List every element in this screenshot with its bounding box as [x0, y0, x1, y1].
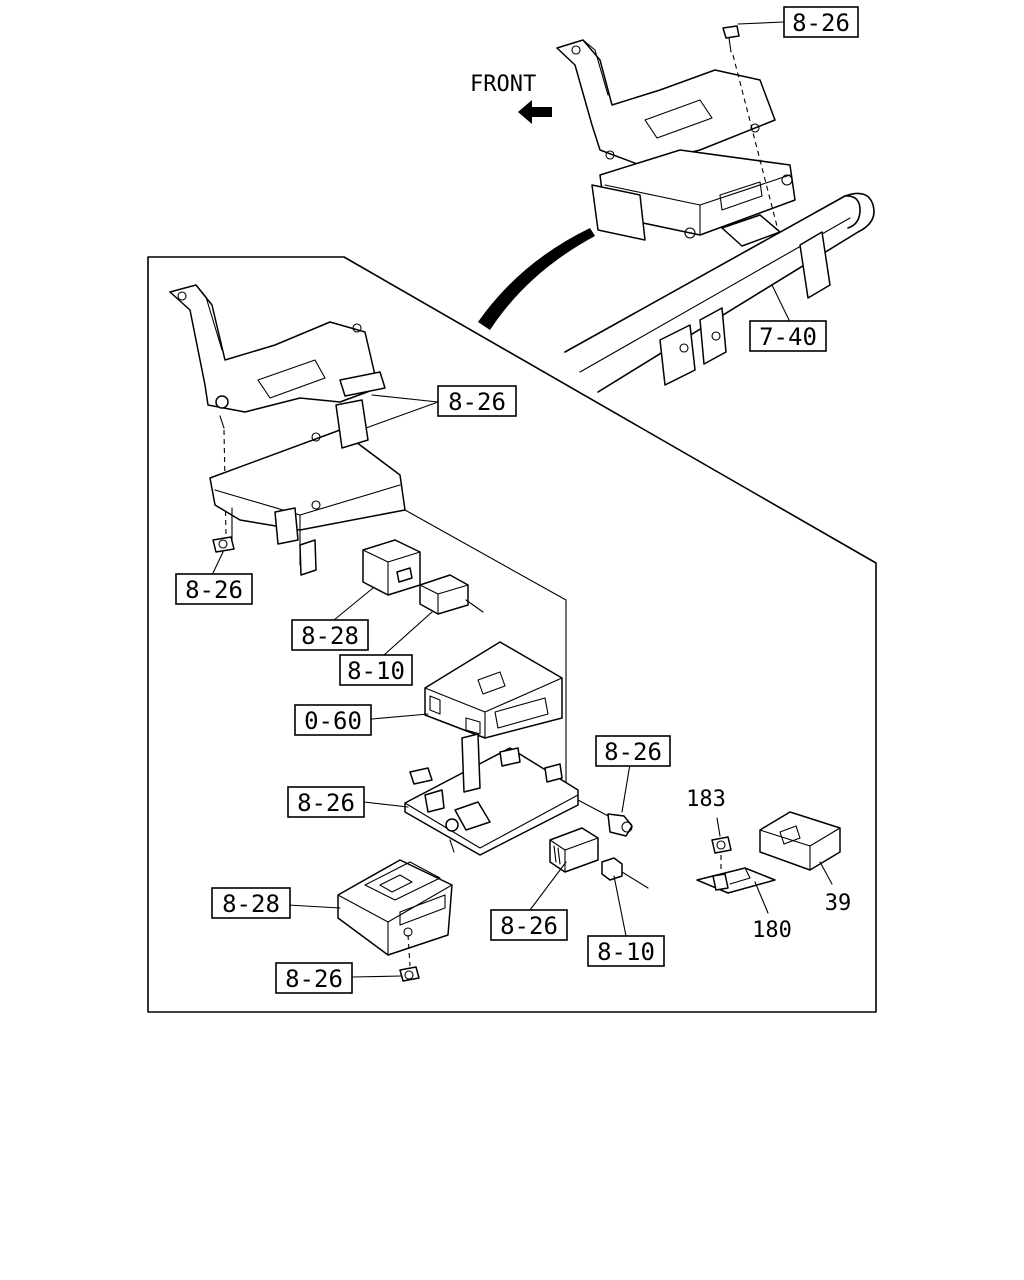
- callout-top-bolt-box: [783, 6, 859, 38]
- callout-lower-bracket-box: [287, 786, 365, 818]
- module-39: [759, 811, 841, 871]
- callout-lower-module-box: [211, 887, 291, 919]
- label-180: 180: [752, 918, 792, 943]
- lower-relay: [549, 827, 599, 873]
- relay-b: [419, 574, 484, 615]
- bottom-nut: [399, 966, 420, 982]
- callout-top-bolt: 8-26: [792, 9, 850, 37]
- overview-control-unit: [591, 149, 796, 247]
- callout-control-unit-box: [294, 704, 372, 736]
- callout-left-nut: 8-26: [185, 576, 243, 604]
- callout-bracket-screws: 8-26: [448, 388, 506, 416]
- callout-lower-bracket: 8-26: [297, 789, 355, 817]
- callout-left-nut-box: [175, 573, 253, 605]
- lower-bracket: [404, 733, 579, 856]
- relay-a: [362, 539, 421, 596]
- front-label: FRONT: [470, 72, 536, 97]
- bracket-180: [696, 867, 776, 894]
- callout-control-unit: 0-60: [304, 707, 362, 735]
- callout-lower-module: 8-28: [222, 890, 280, 918]
- callout-relay-a: 8-28: [301, 622, 359, 650]
- lower-module: [337, 859, 453, 956]
- left-nut: [212, 536, 235, 553]
- callout-frame: 7-40: [759, 323, 817, 351]
- callout-lower-relay-box: [490, 909, 568, 941]
- mid-bracket: [209, 399, 567, 791]
- top-bolt: [722, 25, 779, 231]
- overview-assembly: FRONT 8-26 7-40: [470, 6, 875, 393]
- callout-relay-b-box: [339, 654, 413, 686]
- callout-bottom-nut-box: [275, 962, 353, 994]
- nut-183: [711, 836, 732, 872]
- overview-bracket: [556, 39, 776, 166]
- callout-lower-connector-box: [587, 935, 665, 967]
- right-bolt: [577, 799, 633, 837]
- lower-connector: [601, 857, 649, 889]
- upper-bracket: [169, 284, 386, 413]
- detail-pointer-arrow: [478, 228, 595, 330]
- label-39: 39: [825, 891, 852, 916]
- detail-assembly: 8-26 8-26 8-28 8-10: [169, 284, 852, 994]
- callout-lower-connector: 8-10: [597, 938, 655, 966]
- front-arrow-icon: [518, 100, 552, 124]
- detail-frame: [147, 256, 877, 1013]
- callout-right-bolt: 8-26: [604, 738, 662, 766]
- callout-right-bolt-box: [595, 735, 671, 767]
- callout-bracket-screws-box: [437, 385, 517, 417]
- callout-lower-relay: 8-26: [500, 912, 558, 940]
- callout-bottom-nut: 8-26: [285, 965, 343, 993]
- label-183: 183: [686, 787, 726, 812]
- frame-cross-member: [564, 192, 875, 393]
- callout-frame-box: [749, 320, 827, 352]
- callout-relay-a-box: [291, 619, 369, 651]
- callout-relay-b: 8-10: [347, 657, 405, 685]
- control-unit: [424, 641, 563, 739]
